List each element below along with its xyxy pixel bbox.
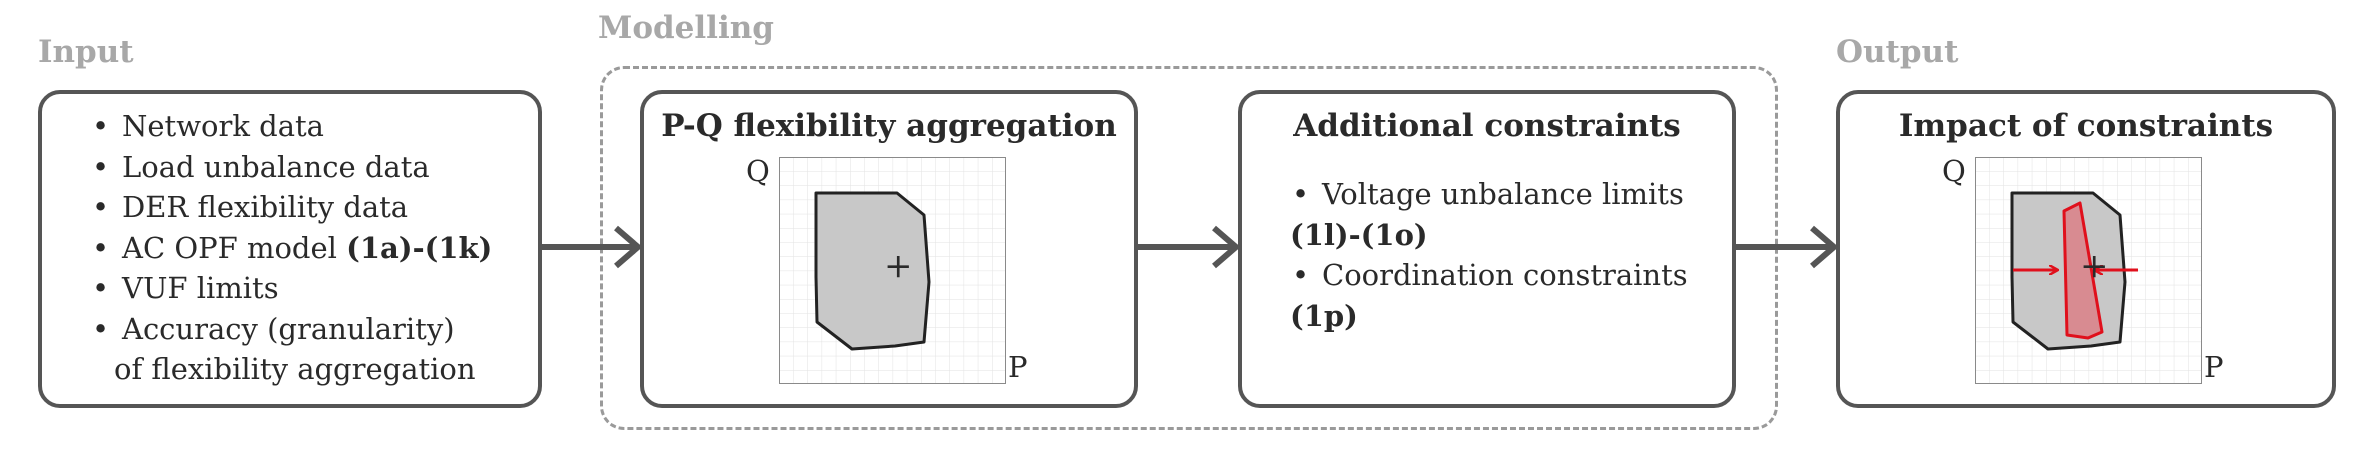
input-list: Network data Load unbalance data DER fle… — [90, 106, 492, 390]
aggregation-box: P-Q flexibility aggregation Q P + — [640, 90, 1138, 408]
p-axis-label: P — [2204, 350, 2224, 384]
constraints-list: Voltage unbalance limits (1l)-(1o) Coord… — [1290, 174, 1688, 336]
flexibility-region — [814, 191, 931, 351]
impact-box: Impact of constraints Q P + — [1836, 90, 2336, 408]
center-marker: + — [2080, 246, 2109, 286]
center-marker: + — [884, 246, 913, 286]
constrained-region — [2062, 201, 2104, 340]
input-item-der-flexibility: DER flexibility data — [90, 187, 492, 228]
arrow-input-to-aggregation — [540, 225, 643, 269]
constraints-box: Additional constraints Voltage unbalance… — [1238, 90, 1736, 408]
section-label-input: Input — [38, 34, 134, 70]
arrow-aggregation-to-constraints — [1136, 225, 1241, 269]
pq-grid-plot — [779, 157, 1006, 384]
section-label-output: Output — [1836, 34, 1959, 70]
q-axis-label: Q — [1942, 154, 1966, 188]
input-item-accuracy-cont: of flexibility aggregation — [114, 352, 476, 386]
constraint-item-voltage: Voltage unbalance limits (1l)-(1o) — [1290, 174, 1688, 255]
aggregation-title: P-Q flexibility aggregation — [661, 108, 1117, 144]
impact-title: Impact of constraints — [1898, 108, 2274, 144]
input-box: Network data Load unbalance data DER fle… — [38, 90, 542, 408]
input-item-network-data: Network data — [90, 106, 492, 147]
q-axis-label: Q — [746, 154, 770, 188]
constraint-item-coordination: Coordination constraints (1p) — [1290, 255, 1688, 336]
input-item-load-unbalance: Load unbalance data — [90, 147, 492, 188]
input-item-accuracy: Accuracy (granularity) — [90, 309, 492, 350]
constraints-title: Additional constraints — [1293, 108, 1681, 144]
p-axis-label: P — [1008, 350, 1028, 384]
arrow-constraints-to-output — [1734, 225, 1839, 269]
section-label-modelling: Modelling — [598, 10, 774, 46]
impact-grid-plot — [1975, 157, 2202, 384]
input-item-vuf-limits: VUF limits — [90, 268, 492, 309]
input-item-ac-opf: AC OPF model (1a)-(1k) — [90, 228, 492, 269]
